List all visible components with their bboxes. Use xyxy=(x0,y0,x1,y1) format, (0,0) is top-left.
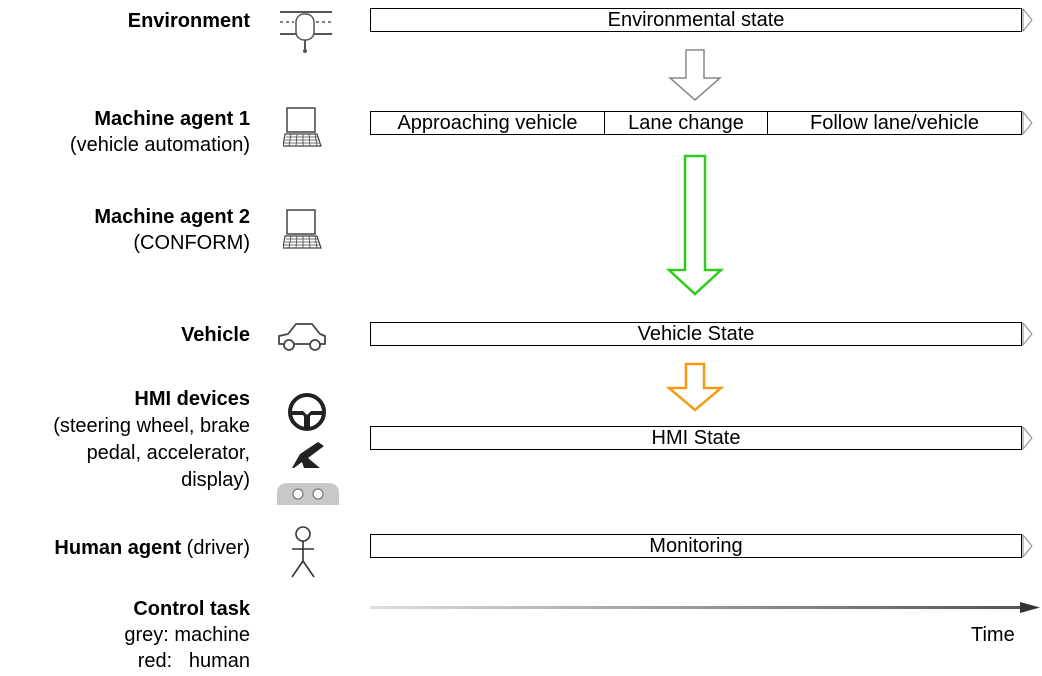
label-hmi-devices: HMI devices (steering wheel, brake pedal… xyxy=(53,386,250,494)
segment-hmi-state: HMI State xyxy=(651,427,741,449)
label-hmi-sub2: pedal, accelerator, xyxy=(86,442,250,464)
arrow-environment-to-machine xyxy=(668,49,722,101)
label-hmi-sub1: (steering wheel, brake xyxy=(53,415,250,437)
pedal-icon xyxy=(292,442,324,468)
label-machine-agent-2-title: Machine agent 2 xyxy=(94,206,250,228)
label-human-agent: Human agent (driver) xyxy=(54,535,250,561)
segment-approaching-vehicle: Approaching vehicle xyxy=(371,112,605,134)
road-icon xyxy=(280,11,332,53)
label-machine-agent-1: Machine agent 1 (vehicle automation) xyxy=(70,106,250,158)
arrow-machine-to-vehicle xyxy=(665,154,725,296)
label-control-task: Control task grey: machine red: human xyxy=(124,596,250,674)
label-vehicle: Vehicle xyxy=(181,322,250,348)
bar-end-marker xyxy=(1022,322,1033,346)
bar-end-marker xyxy=(1022,8,1033,32)
computer-icon xyxy=(283,107,322,147)
segment-vehicle-state: Vehicle State xyxy=(637,323,755,345)
person-icon xyxy=(291,526,315,578)
segment-follow-lane-vehicle: Follow lane/vehicle xyxy=(810,112,979,134)
label-machine-agent-1-title: Machine agent 1 xyxy=(94,108,250,130)
bar-environmental-state: Environmental state xyxy=(370,8,1022,32)
bar-vehicle-state: Vehicle State xyxy=(370,322,1022,346)
display-icon xyxy=(277,483,339,505)
label-control-line1: grey: machine xyxy=(124,624,250,646)
bar-machine-agent-1: Approaching vehicle Lane change Follow l… xyxy=(370,111,1022,135)
segment-environmental-state: Environmental state xyxy=(607,9,785,31)
bar-end-marker xyxy=(1022,534,1033,558)
time-axis-label: Time xyxy=(971,624,1015,646)
label-machine-agent-1-sub: (vehicle automation) xyxy=(69,134,250,156)
time-axis xyxy=(370,602,1040,613)
label-human-title: Human agent xyxy=(54,537,182,559)
label-vehicle-title: Vehicle xyxy=(181,324,250,346)
label-machine-agent-2: Machine agent 2 (CONFORM) xyxy=(94,204,250,256)
steering-wheel-icon xyxy=(288,393,326,431)
label-machine-agent-2-sub: (CONFORM) xyxy=(133,232,250,254)
label-environment: Environment xyxy=(128,8,250,34)
bar-end-marker xyxy=(1022,426,1033,450)
bar-hmi-state: HMI State xyxy=(370,426,1022,450)
label-hmi-title: HMI devices xyxy=(134,388,250,410)
label-human-sub: (driver) xyxy=(181,537,250,559)
label-hmi-sub3: display) xyxy=(181,469,250,491)
label-control-line2: red: human xyxy=(137,650,250,672)
computer-icon xyxy=(283,209,322,249)
arrow-vehicle-to-hmi xyxy=(665,362,725,412)
label-control-title: Control task xyxy=(133,598,250,620)
car-icon xyxy=(278,323,326,351)
segment-monitoring: Monitoring xyxy=(649,535,743,557)
label-environment-title: Environment xyxy=(127,10,250,32)
bar-end-marker xyxy=(1022,111,1033,135)
bar-monitoring: Monitoring xyxy=(370,534,1022,558)
segment-lane-change: Lane change xyxy=(605,112,768,134)
